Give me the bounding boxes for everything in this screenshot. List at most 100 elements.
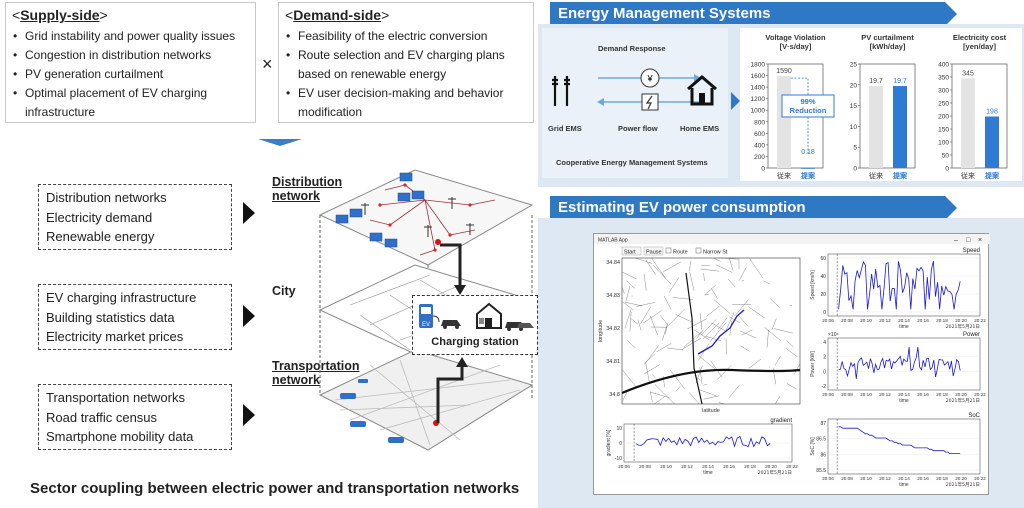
- charging-station-box: EV Charging station: [412, 295, 538, 355]
- city-data-box: EV charging infrastructure Building stat…: [38, 284, 232, 350]
- bar-charts-svg: Voltage Violation[V·s/day]18001600140012…: [751, 33, 1008, 180]
- times-sign: ×: [262, 54, 273, 74]
- y-tick-label: 1200: [751, 96, 766, 103]
- y-tick-label: 0: [619, 441, 622, 447]
- reduction-arrow: [791, 77, 809, 154]
- y-tick-label: 1800: [751, 62, 766, 69]
- pause-button[interactable]: [643, 246, 664, 256]
- y-tick-label: 150: [938, 127, 949, 134]
- x-tick-label: 20:06: [822, 318, 834, 323]
- x-tick-label: 20:08: [841, 476, 853, 481]
- y-tick-label: 200: [754, 154, 765, 161]
- map-y-tick-label: 34.82: [606, 326, 620, 332]
- home-ems-label: Home EMS: [680, 124, 720, 133]
- x-tick-label: 20:10: [860, 318, 872, 323]
- y-tick-label: 1600: [751, 73, 766, 80]
- charging-station-illustration: EV: [419, 302, 534, 331]
- map-y-tick-label: 34.83: [606, 293, 620, 299]
- date-label: 2021年5月21日: [946, 481, 980, 488]
- x-tick-label: 20:12: [879, 476, 891, 481]
- window-title-bar: [594, 234, 990, 244]
- checkbox[interactable]: [695, 247, 702, 254]
- list-item: Congestion in distribution networks: [12, 46, 249, 65]
- x-tick-label: 20:20: [765, 464, 777, 469]
- supply-side-title: <Supply-side>: [12, 7, 108, 23]
- demand-side-list: Feasibility of the electric conversion R…: [285, 27, 527, 122]
- y-tick-label: 86: [820, 452, 826, 458]
- highway-line: [621, 368, 801, 395]
- x-axis-label: time: [703, 470, 713, 476]
- y-tick-label: 350: [938, 75, 949, 82]
- speed-plot-title: Speed: [963, 248, 980, 254]
- chart-title: Electricity cost: [953, 33, 1007, 42]
- date-label: 2021年5月21日: [946, 323, 980, 330]
- y-tick-label: 87: [820, 421, 826, 427]
- date-label: 2021年5月21日: [758, 469, 792, 476]
- speed-series-line: [838, 261, 961, 310]
- minimize-icon[interactable]: –: [954, 237, 958, 244]
- maximize-icon[interactable]: □: [966, 237, 971, 244]
- house-icon: [476, 302, 502, 329]
- down-arrow-icon: [258, 139, 302, 146]
- window-title: MATLAB App: [598, 238, 628, 244]
- soc-series-line: [838, 426, 961, 454]
- y-tick-label: 1400: [751, 85, 766, 92]
- data-item: Electricity demand: [46, 209, 153, 225]
- y-tick-label: -2: [822, 384, 827, 390]
- button-label: Pause: [646, 250, 662, 256]
- x-tick-label: 20:10: [860, 476, 872, 481]
- map-y-label: longitude: [598, 320, 604, 342]
- x-tick-label: 20:22: [974, 476, 986, 481]
- x-tick-label: 20:18: [936, 392, 948, 397]
- car-icon: [517, 323, 534, 328]
- distribution-network-label: Distribution network: [272, 175, 343, 203]
- node-markers: [378, 183, 472, 252]
- map-y-tick-label: 34.81: [606, 359, 620, 365]
- x-tick-label: 20:22: [974, 318, 986, 323]
- transportation-network-label: Transportation network: [272, 359, 360, 387]
- arrow-right-icon: [243, 202, 255, 224]
- y-tick-label: 100: [938, 140, 949, 147]
- x-tick-label: 20:10: [660, 464, 672, 469]
- list-item: PV generation curtailment: [12, 65, 249, 84]
- bar-value-label: 19.7: [869, 78, 883, 85]
- y-axis-label: Power [kW]: [810, 351, 816, 377]
- demand-response-label: Demand Response: [598, 44, 666, 53]
- y-tick-label: 50: [942, 153, 950, 160]
- bar: [801, 167, 815, 169]
- y-tick-label: 600: [754, 131, 765, 138]
- map-x-label: latitude: [702, 408, 720, 414]
- list-item: Route selection and EV charging plans ba…: [285, 46, 517, 84]
- start-button[interactable]: [621, 246, 642, 256]
- y-tick-label: 0: [823, 310, 826, 316]
- y-tick-label: 20: [850, 82, 858, 89]
- list-item: Grid instability and power quality issue…: [12, 27, 249, 46]
- transport-data-box: Transportation networks Road traffic cen…: [38, 384, 232, 450]
- data-item: Distribution networks: [46, 190, 167, 205]
- y-tick-label: 250: [938, 101, 949, 108]
- data-item: Building statistics data: [46, 309, 175, 325]
- button-label: Start: [624, 250, 636, 256]
- bar-value-label: 19.7: [893, 78, 907, 85]
- data-item: Smartphone mobility data: [46, 429, 194, 444]
- y-tick-label: 4: [823, 340, 826, 346]
- home-icon: [687, 75, 717, 106]
- city-label: City: [272, 284, 296, 298]
- ev-header: Estimating EV power consumption: [550, 196, 957, 220]
- y-axis-label: SoC [%]: [810, 437, 816, 456]
- close-icon[interactable]: ×: [978, 237, 982, 244]
- power-flow-arrows: ¥: [597, 68, 701, 111]
- list-item: Optimal placement of EV charging infrast…: [12, 84, 212, 122]
- y-axis-label: Speed [km/h]: [810, 270, 816, 300]
- y-tick-label: 60: [820, 256, 826, 262]
- y-tick-label: 25: [850, 62, 858, 69]
- x-axis-label: time: [899, 482, 909, 488]
- x-tick-label: 20:08: [639, 464, 651, 469]
- bar-value-label: 1590: [776, 68, 792, 75]
- demand-side-box: <Demand-side> Feasibility of the electri…: [278, 2, 534, 123]
- data-item: Transportation networks: [46, 390, 185, 405]
- reduction-label: 99%: [800, 97, 815, 106]
- x-tick-label: 20:14: [702, 464, 714, 469]
- checkbox[interactable]: [665, 247, 672, 254]
- bar-value-label: 345: [962, 70, 974, 77]
